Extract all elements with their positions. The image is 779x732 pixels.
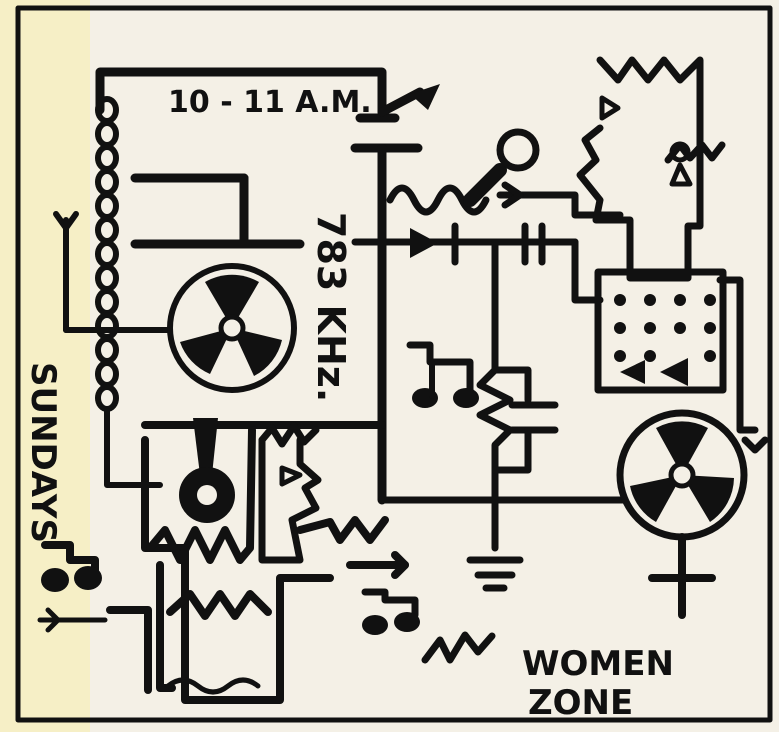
microphone-icon <box>463 128 540 207</box>
zone-label-line1: WOMEN <box>522 644 674 684</box>
wavy-wire <box>386 184 490 216</box>
time-label: 10 - 11 A.M. <box>168 85 372 120</box>
day-label: SUNDAYS <box>23 362 63 543</box>
antenna-icon <box>53 211 171 333</box>
female-symbol-icon <box>616 409 748 619</box>
speaker-grid <box>594 268 727 394</box>
music-note-icon <box>406 341 479 408</box>
ground-icon <box>466 556 524 592</box>
ground-circuit <box>378 366 629 552</box>
zone-label-line2: ZONE <box>528 683 633 723</box>
lower-face-icon <box>258 422 322 564</box>
poster-frame <box>15 5 773 723</box>
signal-line <box>351 222 604 304</box>
plug-icon-left <box>37 607 108 633</box>
lower-left-circuit <box>106 421 409 704</box>
lever-handle <box>193 418 218 475</box>
music-note-icon <box>361 588 420 635</box>
zigzag-wave <box>421 631 496 664</box>
yellow-tint <box>0 0 90 732</box>
frequency-label: 783 KHz. <box>309 212 353 402</box>
music-note-icon <box>41 541 102 592</box>
reel-icon <box>167 263 297 393</box>
arrow-icon <box>410 84 440 110</box>
upper-face-icon <box>576 56 726 282</box>
coil-inductor <box>95 96 163 488</box>
lever-hole <box>197 485 217 505</box>
diode-icon <box>410 228 438 258</box>
right-wires <box>716 276 769 454</box>
